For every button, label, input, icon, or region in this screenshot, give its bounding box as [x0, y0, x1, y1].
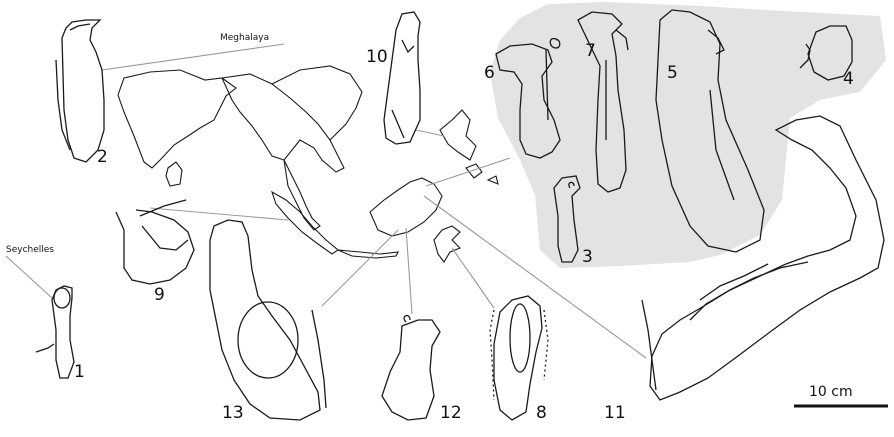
scale-bar-label: 10 cm [809, 384, 853, 400]
number-13: 13 [222, 403, 244, 423]
india-outline [118, 70, 236, 168]
number-5: 5 [667, 63, 678, 83]
pitcher-13 [210, 220, 326, 420]
number-8: 8 [536, 403, 547, 423]
sri-lanka-outline [166, 162, 182, 186]
pitcher-9 [116, 200, 194, 284]
leader-8 [452, 248, 494, 308]
number-9: 9 [154, 285, 165, 305]
number-4: 4 [843, 69, 854, 89]
number-3: 3 [582, 247, 593, 267]
pitcher-8 [490, 296, 548, 420]
sulawesi-outline [434, 226, 460, 262]
number-6: 6 [484, 63, 495, 83]
number-10: 10 [366, 47, 388, 67]
sumatra-outline [272, 192, 338, 254]
leader-10 [416, 130, 444, 136]
label-seychelles: Seychelles [6, 245, 54, 255]
philippines-outline [440, 110, 476, 160]
java-outline [338, 250, 398, 258]
number-11: 11 [604, 403, 626, 423]
china-coast-outline [272, 66, 362, 140]
leader-12 [406, 228, 412, 314]
pitcher-12 [382, 316, 440, 420]
indochina-outline [222, 74, 344, 172]
map-outline [118, 66, 498, 262]
highlight-region [490, 2, 886, 268]
number-12: 12 [440, 403, 462, 423]
label-meghalaya: Meghalaya [220, 33, 269, 43]
pitcher-2 [56, 20, 104, 162]
number-1: 1 [74, 362, 85, 382]
leader-meghalaya [102, 44, 284, 70]
leader-13 [322, 230, 398, 306]
number-7: 7 [585, 41, 596, 61]
leader-seychelles [6, 256, 52, 298]
pitcher-1 [36, 286, 74, 378]
borneo-outline [370, 178, 442, 236]
number-2: 2 [97, 147, 108, 167]
pitcher-10 [384, 12, 420, 144]
